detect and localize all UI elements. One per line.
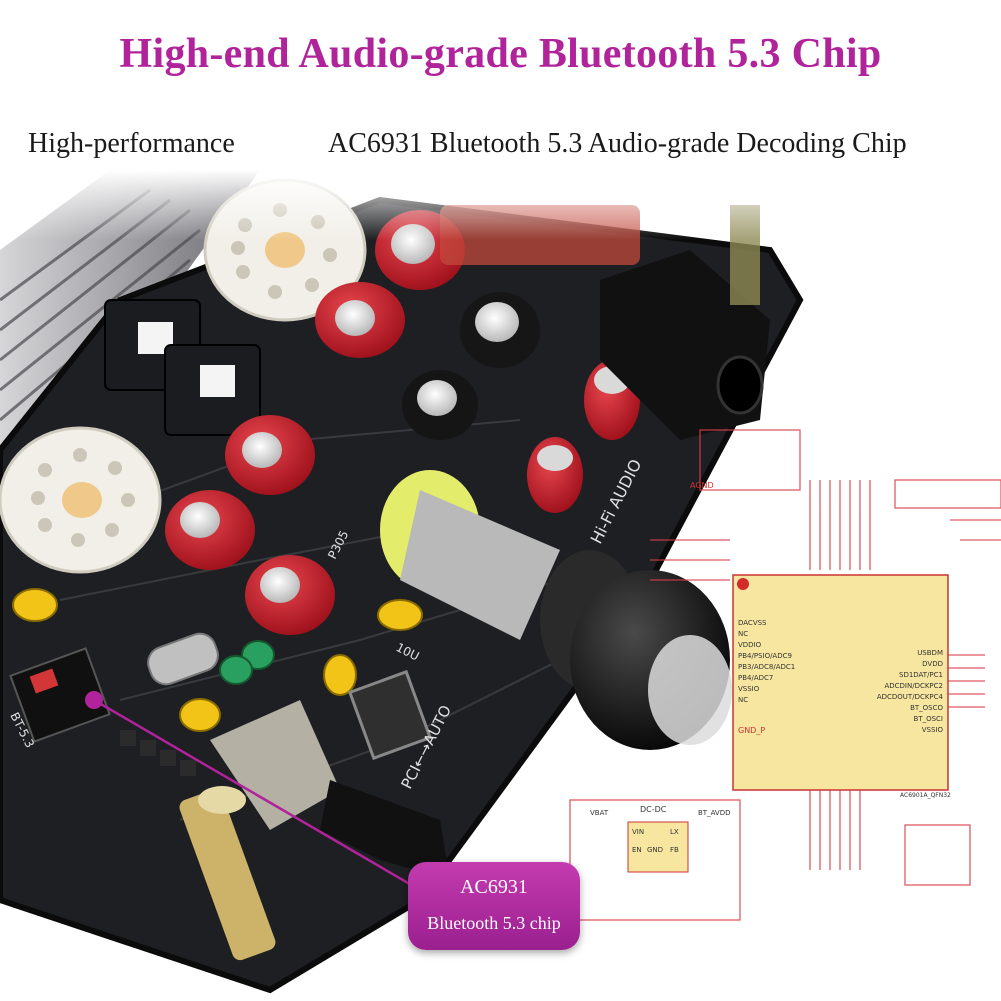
callout-pointer	[85, 691, 421, 892]
dc-jack	[179, 700, 450, 961]
chip-pin-r6: BT_OSCO	[910, 704, 943, 712]
chip-part-label: AC6901A_QFN32	[900, 792, 951, 799]
chip-pin-l1: DACVSS	[738, 619, 767, 627]
chip-pin-r4: ADCDIN/DCKPC2	[884, 682, 943, 690]
dcdc-avdd: BT_AVDD	[698, 809, 731, 817]
product-photo: Hi-Fi AUDIO PCI←→AUTO BT-5.3 P305 10U AC…	[0, 170, 1001, 994]
chip-pin-l3: VDDIO	[738, 641, 762, 649]
dcdc-vin: VIN	[632, 828, 644, 836]
chip-pin-r1: USBDM	[917, 649, 943, 657]
chip-pin-l8: NC	[738, 696, 748, 704]
tube-socket-bottom	[0, 426, 162, 574]
dcdc-en: EN	[632, 846, 642, 854]
chip-pin-r8: VSSIO	[922, 726, 944, 734]
slide-switch	[347, 669, 433, 761]
top-fade	[0, 170, 1001, 240]
dcdc-lx: LX	[670, 828, 679, 836]
subtitle-right: AC6931 Bluetooth 5.3 Audio-grade Decodin…	[328, 128, 907, 159]
dcdc-fb: FB	[670, 846, 679, 854]
headline: High-end Audio-grade Bluetooth 5.3 Chip	[119, 31, 882, 77]
subtitle-left: High-performance	[28, 128, 235, 159]
dcdc-vbat: VBAT	[590, 809, 609, 817]
chip-pin-r7: BT_OSCI	[914, 715, 943, 723]
dcdc-gnd: GND	[647, 846, 663, 854]
chip-pin-l4: PB4/PSIO/ADC9	[738, 652, 792, 660]
schematic: AC6901A_QFN32 DACVSS NC VDDIO PB4/PSIO/A…	[569, 429, 1001, 921]
chip-pin-l5: PB3/ADC8/ADC1	[738, 663, 795, 671]
chip-pin-r2: DVDD	[922, 660, 943, 668]
chip-pin-r5: ADCDOUT/DCKPC4	[877, 693, 944, 701]
chip-pin-l2: NC	[738, 630, 748, 638]
callout-line-1: AC6931	[460, 876, 528, 898]
chip-pin-r3: SD1DAT/PC1	[899, 671, 943, 679]
chip-pin-l6: PB4/ADC7	[738, 674, 773, 682]
schematic-agnd: AGND	[690, 481, 714, 490]
dcdc-title: DC-DC	[640, 805, 667, 814]
pin-headers	[120, 730, 196, 776]
capacitors-red	[165, 210, 640, 635]
ceramic-capacitors	[12, 588, 423, 732]
crystal	[147, 632, 219, 686]
capacitors-black	[402, 292, 540, 440]
volume-potentiometer	[380, 470, 732, 750]
bluetooth-chip	[9, 647, 111, 743]
chip-pin-l7: VSSIO	[738, 685, 760, 693]
push-switches	[104, 299, 261, 436]
schematic-gnd-p: GND_P	[738, 726, 765, 735]
audio-jack	[600, 205, 770, 440]
chip-callout: AC6931 Bluetooth 5.3 chip	[408, 862, 580, 950]
callout-line-2: Bluetooth 5.3 chip	[427, 913, 561, 933]
green-capacitors	[219, 640, 275, 685]
